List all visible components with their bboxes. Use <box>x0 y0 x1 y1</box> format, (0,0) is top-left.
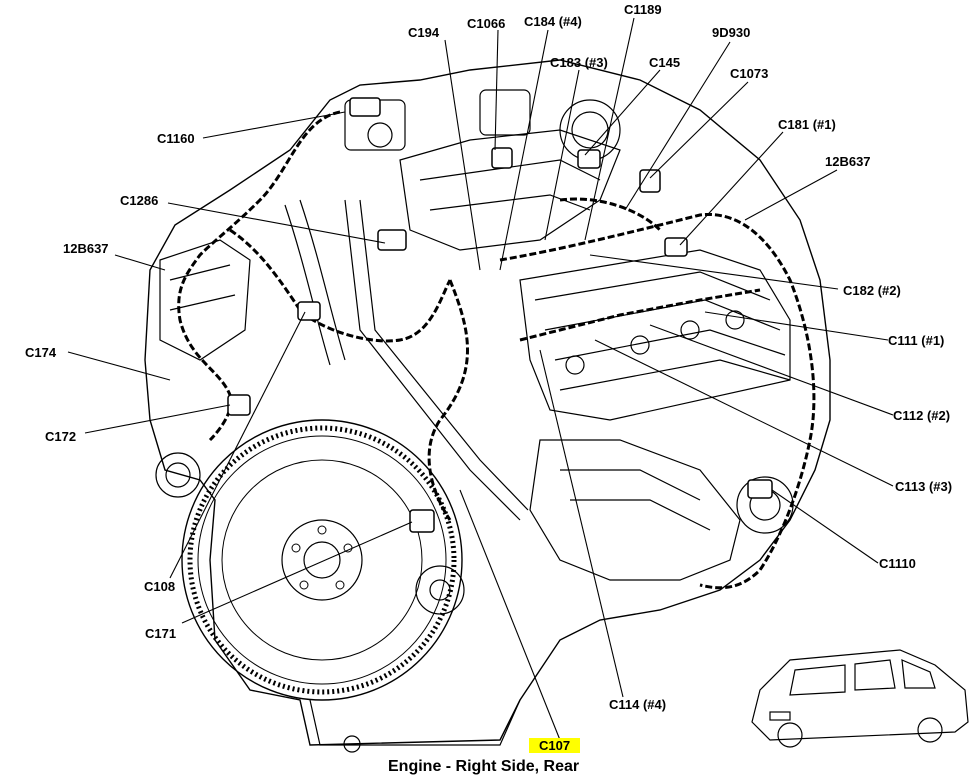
callout-c183: C183 (#3) <box>550 55 608 70</box>
callout-c113: C113 (#3) <box>895 479 953 494</box>
connectors <box>227 97 773 533</box>
callout-c1066: C1066 <box>467 16 506 31</box>
callout-c182: C182 (#2) <box>843 283 901 298</box>
diagram-caption: Engine - Right Side, Rear <box>388 758 580 775</box>
callout-c1286: C1286 <box>120 193 159 208</box>
callout-c184: C184 (#4) <box>524 14 582 29</box>
vehicle-locator-icon <box>751 649 969 748</box>
flywheel <box>181 419 463 701</box>
callout-c172: C172 <box>45 429 77 444</box>
callout-c181: C181 (#1) <box>778 117 836 132</box>
callout-12b637-left: 12B637 <box>63 241 109 256</box>
callout-c194: C194 <box>408 25 440 40</box>
callout-c174: C174 <box>25 345 57 360</box>
callout-c145: C145 <box>649 55 681 70</box>
callout-c107-highlighted: C107 <box>529 738 581 753</box>
callout-c111: C111 (#1) <box>888 333 945 348</box>
callout-9d930: 9D930 <box>712 25 751 40</box>
callout-c114: C114 (#4) <box>609 697 667 712</box>
callout-c108: C108 <box>144 579 176 594</box>
callout-c1189: C1189 <box>624 2 662 17</box>
callout-c1073: C1073 <box>730 66 769 81</box>
callout-12b637-right: 12B637 <box>825 154 871 169</box>
callout-c112: C112 (#2) <box>893 408 951 423</box>
callout-c1110: C1110 <box>879 556 916 571</box>
callout-c171: C171 <box>145 626 177 641</box>
leader-lines <box>67 17 894 741</box>
callout-c1160: C1160 <box>157 131 195 146</box>
